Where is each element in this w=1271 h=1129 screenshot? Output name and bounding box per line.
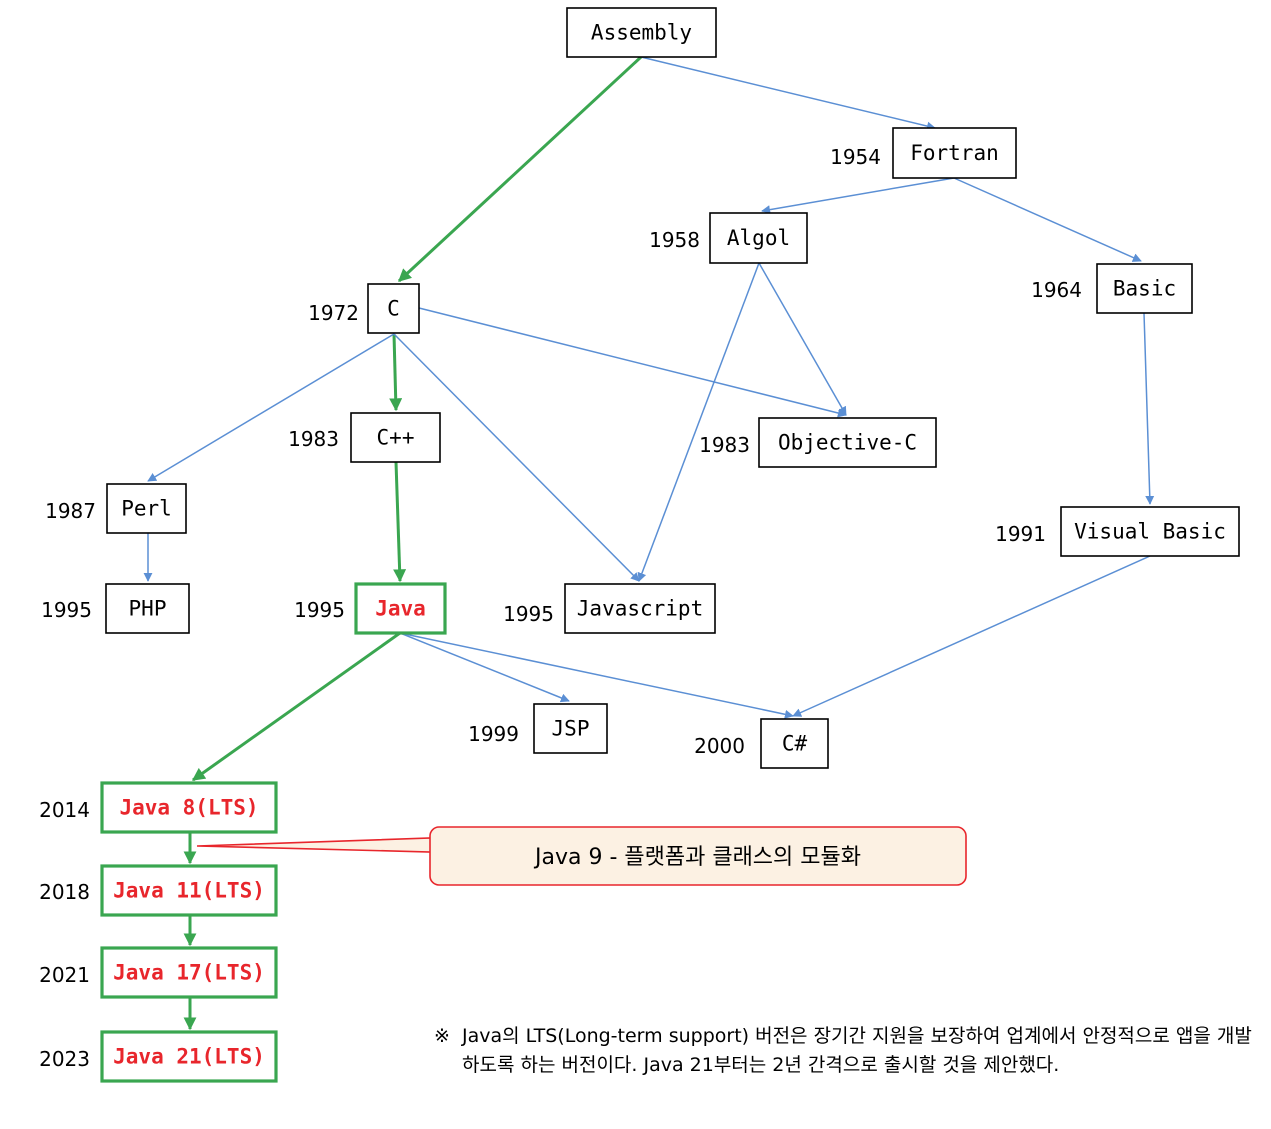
edge-c-to-cpp xyxy=(389,333,403,412)
node-box-vb xyxy=(1060,506,1240,557)
callout-text: Java 9 - 플랫폼과 클래스의 모듈화 xyxy=(533,845,861,870)
node-js: Javascript 1995 xyxy=(503,583,716,634)
node-label-perl: Perl xyxy=(121,497,172,521)
node-box-java21 xyxy=(100,1030,278,1083)
edge-algol-to-js xyxy=(637,262,760,582)
node-label-cpp: C++ xyxy=(377,426,415,450)
edge-c-to-js xyxy=(393,333,640,582)
year-label-java8: 2014 xyxy=(39,798,90,822)
edge-assembly-to-c xyxy=(397,55,643,283)
node-box-perl xyxy=(106,483,187,534)
node-java8: Java 8(LTS) 2014 xyxy=(39,781,278,834)
node-label-fortran: Fortran xyxy=(910,141,999,165)
year-label-vb: 1991 xyxy=(995,522,1046,546)
edge-fortran-to-algol xyxy=(761,177,955,215)
node-java17: Java 17(LTS) 2021 xyxy=(39,946,278,999)
year-label-jsp: 1999 xyxy=(468,722,519,746)
node-box-objc xyxy=(758,417,937,468)
node-algol: Algol 1958 xyxy=(649,212,808,264)
node-label-java11: Java 11(LTS) xyxy=(113,879,265,903)
node-box-php xyxy=(105,583,190,634)
node-jsp: JSP 1999 xyxy=(468,703,608,754)
node-label-c: C xyxy=(387,297,400,321)
callout-pointer xyxy=(196,837,432,853)
node-box-java17 xyxy=(100,946,278,999)
edge-java-to-jsp xyxy=(399,632,570,703)
reference-mark: ※ xyxy=(434,1025,450,1047)
node-box-algol xyxy=(709,212,808,264)
callout: Java 9 - 플랫폼과 클래스의 모듈화 xyxy=(196,826,967,886)
node-box-java8 xyxy=(100,781,278,834)
edge-layer xyxy=(143,55,1155,1031)
node-java: Java 1995 xyxy=(294,582,447,635)
node-box-java11 xyxy=(100,864,278,917)
node-box-fortran xyxy=(892,127,1017,179)
year-label-objc: 1983 xyxy=(699,433,750,457)
year-label-cpp: 1983 xyxy=(288,427,339,451)
edge-c-to-objc xyxy=(418,307,847,418)
node-box-basic xyxy=(1096,263,1193,314)
node-box-java xyxy=(354,582,447,635)
node-csharp: C# 2000 xyxy=(694,718,829,769)
node-perl: Perl 1987 xyxy=(45,483,187,534)
node-label-csharp: C# xyxy=(782,732,808,756)
node-fortran: Fortran 1954 xyxy=(830,127,1017,179)
footnote: ※ Java의 LTS(Long-term support) 버전은 장기간 지… xyxy=(434,1022,1254,1080)
node-label-js: Javascript xyxy=(577,597,703,621)
year-label-java17: 2021 xyxy=(39,963,90,987)
node-box-c xyxy=(367,283,420,334)
edge-assembly-to-fortran xyxy=(640,56,936,131)
node-box-csharp xyxy=(760,718,829,769)
node-objc: Objective-C 1983 xyxy=(699,417,937,468)
edge-c-to-perl xyxy=(147,333,395,482)
node-label-java17: Java 17(LTS) xyxy=(113,961,265,985)
year-label-algol: 1958 xyxy=(649,228,700,252)
node-cpp: C++ 1983 xyxy=(288,412,441,463)
edge-fortran-to-basic xyxy=(953,177,1142,262)
node-php: PHP 1995 xyxy=(41,583,190,634)
edge-java-to-java8 xyxy=(191,631,401,782)
year-label-java21: 2023 xyxy=(39,1047,90,1071)
edge-java-to-csharp xyxy=(399,632,794,719)
year-label-perl: 1987 xyxy=(45,499,96,523)
year-label-js: 1995 xyxy=(503,602,554,626)
node-label-algol: Algol xyxy=(727,226,790,250)
node-label-java21: Java 21(LTS) xyxy=(113,1045,265,1069)
node-box-cpp xyxy=(350,412,441,463)
callout-box xyxy=(429,826,967,886)
node-label-php: PHP xyxy=(129,597,167,621)
node-box-js xyxy=(564,583,716,634)
node-c: C 1972 xyxy=(308,283,420,334)
node-label-java8: Java 8(LTS) xyxy=(119,796,258,820)
node-label-objc: Objective-C xyxy=(778,431,917,455)
node-label-vb: Visual Basic xyxy=(1074,520,1226,544)
node-java11: Java 11(LTS) 2018 xyxy=(39,864,278,917)
node-label-basic: Basic xyxy=(1113,277,1176,301)
year-label-c: 1972 xyxy=(308,301,359,325)
year-label-java: 1995 xyxy=(294,598,345,622)
year-label-php: 1995 xyxy=(41,598,92,622)
node-box-jsp xyxy=(533,703,608,754)
edge-vb-to-csharp xyxy=(792,555,1151,717)
edge-cpp-to-java xyxy=(393,461,407,583)
year-label-fortran: 1954 xyxy=(830,145,881,169)
edge-basic-to-vb xyxy=(1143,312,1155,505)
node-box-assembly xyxy=(566,7,717,58)
node-label-jsp: JSP xyxy=(552,717,590,741)
year-label-basic: 1964 xyxy=(1031,278,1082,302)
edge-algol-to-objc xyxy=(758,262,847,416)
footnote-text: Java의 LTS(Long-term support) 버전은 장기간 지원을… xyxy=(462,1025,1252,1076)
node-label-assembly: Assembly xyxy=(591,21,692,45)
node-vb: Visual Basic 1991 xyxy=(995,506,1240,557)
node-label-java: Java xyxy=(375,597,426,621)
year-label-csharp: 2000 xyxy=(694,734,745,758)
node-assembly: Assembly xyxy=(566,7,717,58)
year-label-java11: 2018 xyxy=(39,880,90,904)
node-java21: Java 21(LTS) 2023 xyxy=(39,1030,278,1083)
node-basic: Basic 1964 xyxy=(1031,263,1193,314)
